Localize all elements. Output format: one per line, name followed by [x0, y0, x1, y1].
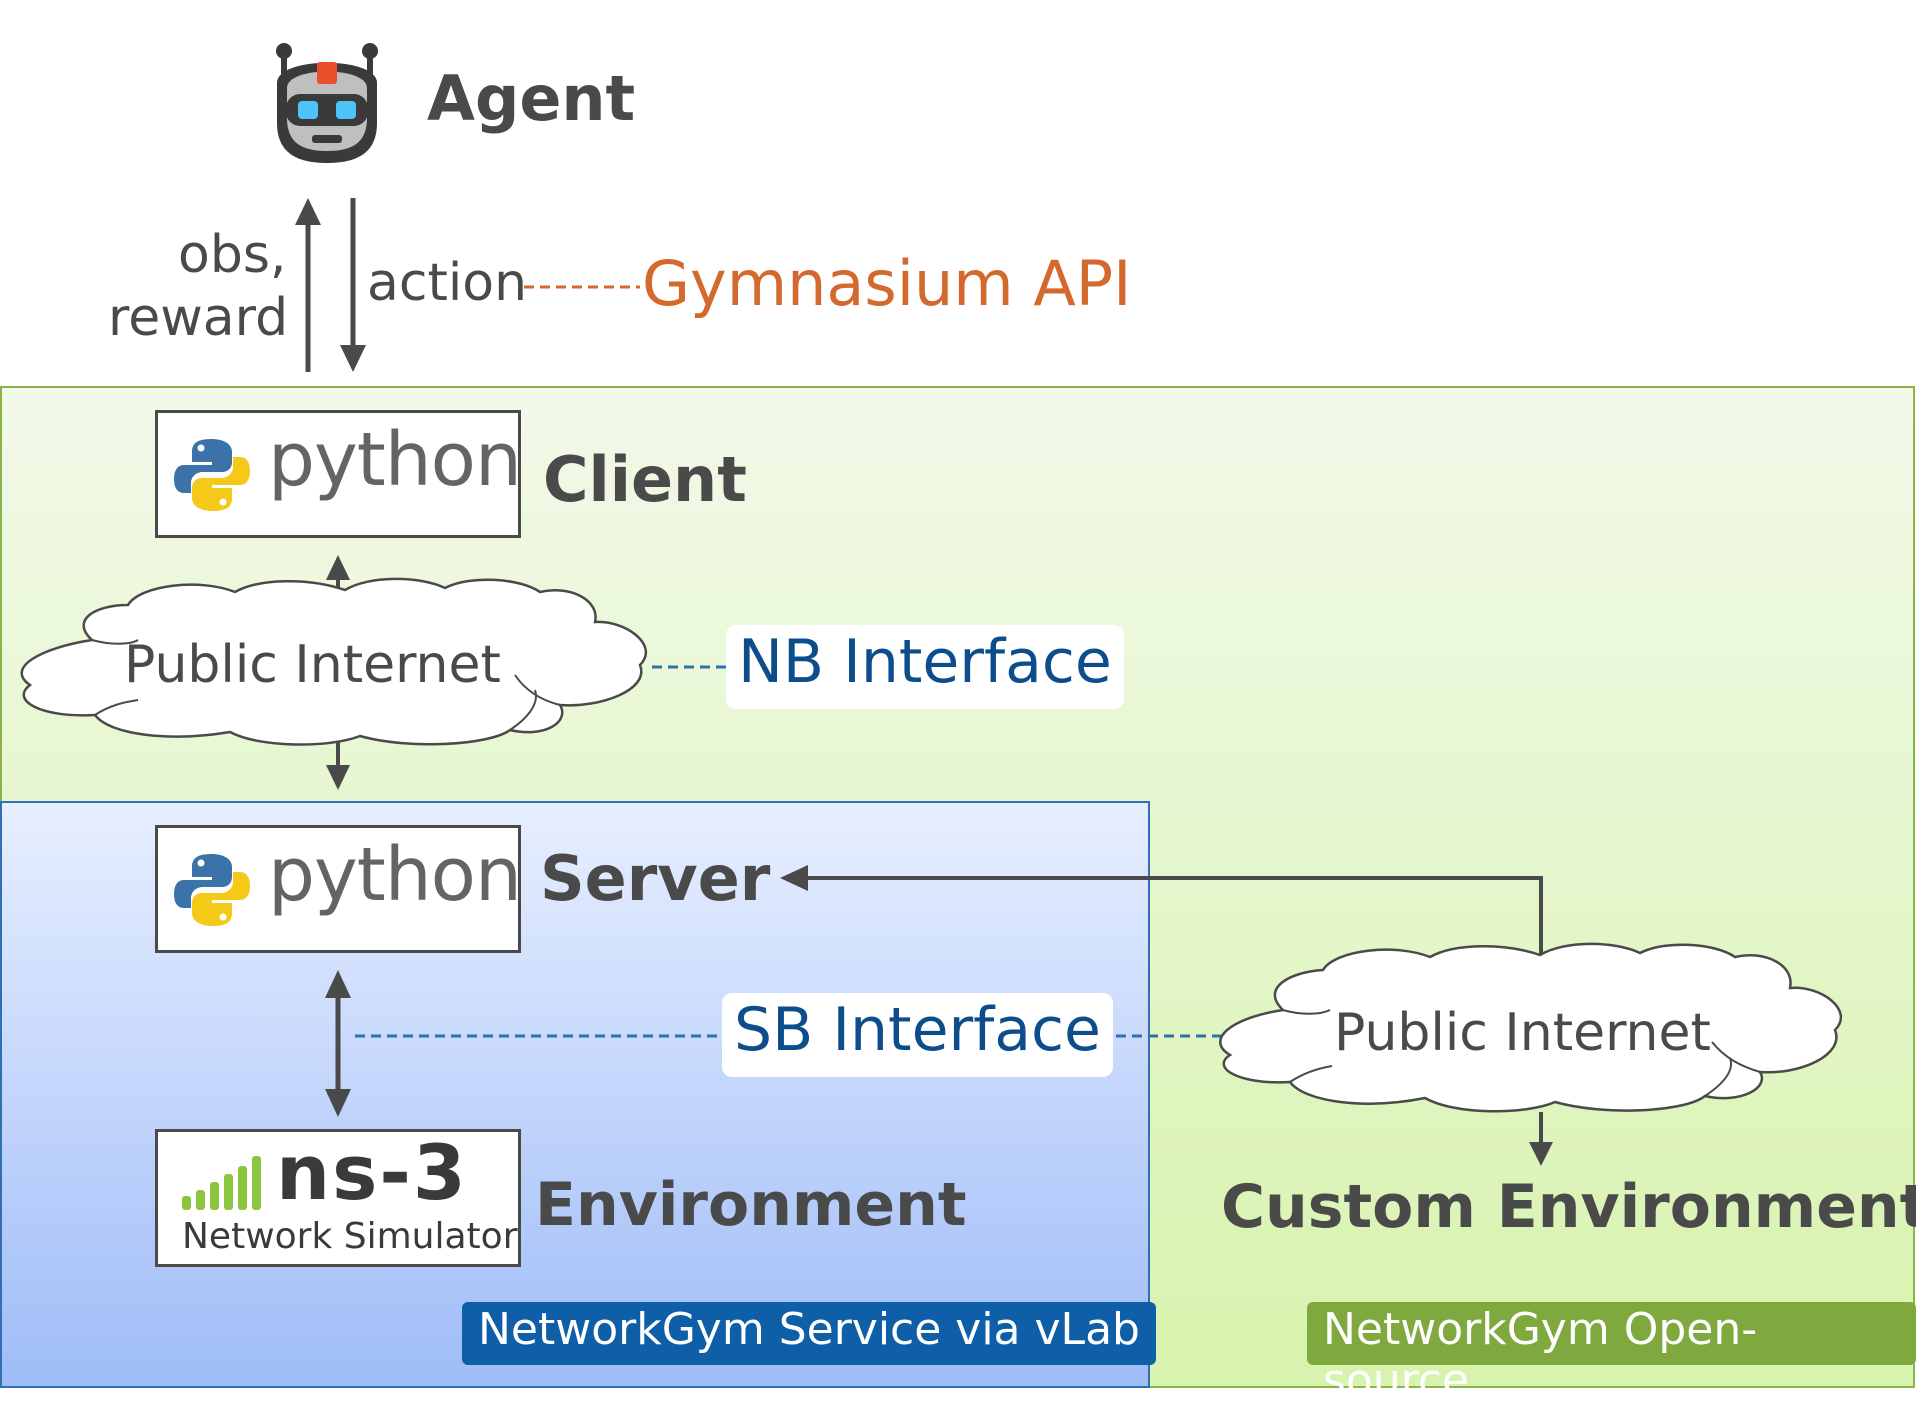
client-label: Client: [543, 443, 747, 516]
python-icon: [174, 439, 250, 511]
public-internet-top-label: Public Internet: [124, 635, 501, 695]
server-python-tm: ™: [492, 858, 503, 871]
robot-icon: [276, 43, 378, 163]
public-internet-right-label: Public Internet: [1334, 1003, 1711, 1063]
nb-interface-label: NB Interface: [726, 625, 1124, 709]
environment-label: Environment: [535, 1170, 967, 1240]
client-python-logo: python ™: [155, 410, 522, 538]
public-internet-cloud-top: [20, 577, 648, 746]
ns3-logo-subtitle: Network Simulator: [182, 1216, 518, 1257]
server-label: Server: [540, 842, 771, 915]
sb-interface-label: SB Interface: [722, 993, 1113, 1077]
ns3-logo: ns-3 Network Simulator: [155, 1128, 521, 1267]
cloud-server-arrowhead: [326, 765, 350, 790]
obs-label: obs,: [178, 225, 287, 285]
action-label: action: [367, 253, 528, 313]
reward-label: reward: [108, 288, 289, 348]
server-python-text: python: [268, 832, 522, 918]
python-icon: [174, 854, 250, 926]
client-python-text: python: [268, 417, 522, 503]
signal-bars-icon: [182, 1156, 261, 1210]
custom-environment-label: Custom Environment: [1221, 1172, 1916, 1242]
obs-reward-arrowhead: [295, 198, 321, 225]
gymnasium-api-label: Gymnasium API: [642, 247, 1132, 320]
action-arrowhead: [340, 345, 366, 372]
custom-to-server-arrowhead: [780, 865, 808, 891]
server-python-logo: python ™: [155, 825, 522, 953]
open-source-badge: NetworkGym Open-source: [1307, 1302, 1916, 1406]
agent-label: Agent: [427, 62, 636, 135]
client-python-tm: ™: [492, 443, 503, 456]
cloud-custom-arrowhead: [1529, 1142, 1553, 1166]
server-env-arrowhead-up: [325, 970, 351, 998]
custom-to-server-arrow: [808, 876, 1543, 968]
server-env-arrowhead-down: [325, 1089, 351, 1117]
public-internet-cloud-right: [1219, 942, 1843, 1113]
ns3-logo-text: ns-3: [276, 1128, 468, 1217]
vlab-badge: NetworkGym Service via vLab: [462, 1302, 1156, 1365]
client-cloud-arrowhead: [326, 555, 350, 580]
